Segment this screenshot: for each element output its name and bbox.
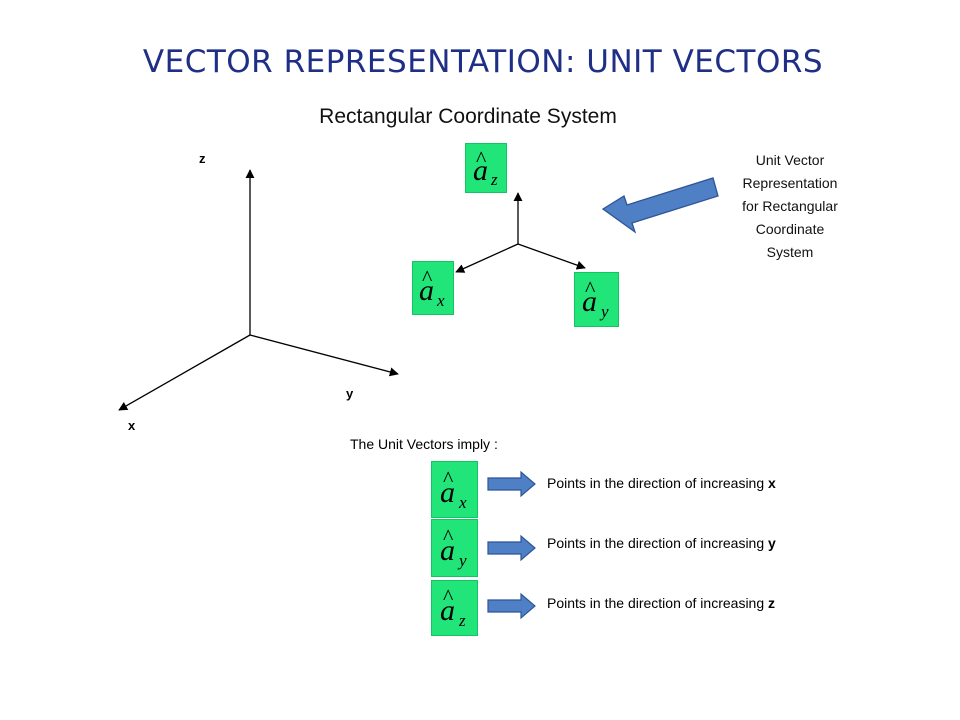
- hat-symbol: ^: [443, 584, 454, 609]
- hat-symbol: ^: [476, 146, 487, 171]
- page-title: VECTOR REPRESENTATION: UNIT VECTORS: [142, 44, 824, 80]
- z-axis-label: z: [199, 151, 206, 166]
- y-axis-label: y: [346, 386, 354, 401]
- meaning-axis: x: [768, 475, 776, 491]
- a-symbol: a: [440, 594, 455, 627]
- unit-x-line: [455, 243, 519, 273]
- block-arrow-y: [487, 534, 536, 562]
- unit-vector-az-box: ^ a z: [465, 143, 507, 193]
- unit-vector-note: Unit Vector Representation for Rectangul…: [742, 152, 838, 260]
- unit-vector-ay-box: ^ a y: [574, 272, 619, 327]
- a-symbol: a: [440, 476, 455, 509]
- implies-az-box: ^ a z: [431, 580, 478, 636]
- z-subscript: z: [459, 611, 466, 630]
- meaning-prefix: Points in the direction of increasing: [547, 475, 765, 491]
- unit-vector-ax-box: ^ a x: [412, 261, 454, 315]
- meaning-z: Points in the direction of increasing z: [547, 595, 775, 611]
- meaning-prefix: Points in the direction of increasing: [547, 535, 765, 551]
- hat-symbol: ^: [443, 466, 454, 491]
- meaning-x: Points in the direction of increasing x: [547, 475, 776, 491]
- z-subscript: z: [491, 170, 498, 189]
- implies-heading: The Unit Vectors imply :: [350, 436, 498, 452]
- unit-y-line: [517, 243, 586, 270]
- y-subscript: y: [601, 302, 609, 321]
- a-symbol: a: [582, 285, 597, 318]
- a-symbol: a: [419, 274, 434, 307]
- x-subscript: x: [437, 291, 445, 310]
- implies-ax-box: ^ a x: [431, 461, 478, 518]
- meaning-axis: z: [768, 595, 776, 611]
- meaning-prefix: Points in the direction of increasing: [547, 595, 765, 611]
- block-arrow-left: [601, 177, 719, 234]
- hat-symbol: ^: [422, 265, 433, 290]
- block-arrow-x: [487, 470, 536, 498]
- meaning-y: Points in the direction of increasing y: [547, 535, 776, 551]
- page-subtitle: Rectangular Coordinate System: [319, 105, 617, 128]
- block-arrow-z: [487, 592, 536, 620]
- hat-symbol: ^: [585, 276, 596, 301]
- x-subscript: x: [459, 493, 467, 512]
- y-axis-line: [249, 334, 399, 377]
- meaning-axis: y: [768, 535, 776, 551]
- x-axis-label: x: [128, 418, 136, 433]
- implies-ay-box: ^ a y: [431, 519, 478, 577]
- x-axis-line: [118, 334, 251, 411]
- a-symbol: a: [440, 534, 455, 567]
- a-symbol: a: [473, 154, 488, 187]
- y-subscript: y: [459, 551, 467, 570]
- hat-symbol: ^: [443, 524, 454, 549]
